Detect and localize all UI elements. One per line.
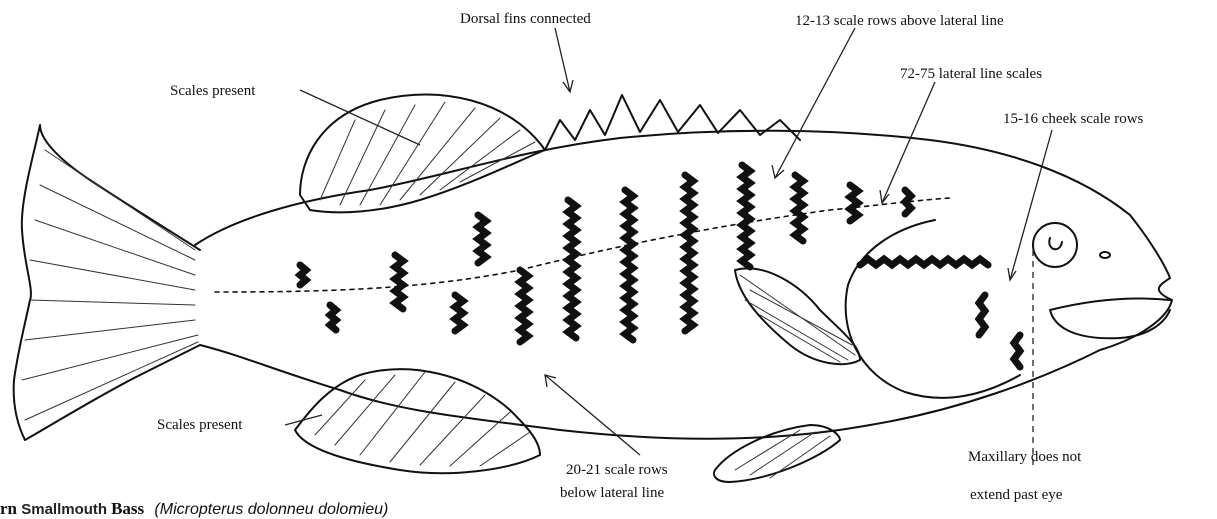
below-count: 20-21 — [566, 462, 601, 478]
nostril — [1100, 252, 1110, 258]
cheek-text: cheek scale rows — [1042, 111, 1144, 127]
label-maxillary-1: Maxillary does not — [968, 450, 1081, 465]
lateral-text: lateral line scales — [939, 66, 1042, 82]
pectoral-fin — [735, 268, 860, 364]
label-dorsal: Dorsal fins connected — [460, 12, 591, 27]
label-above-lateral: 12-13 scale rows above lateral line — [795, 14, 1004, 29]
pointer-cheek — [1010, 130, 1052, 280]
label-maxillary-2: extend past eye — [970, 488, 1062, 503]
vertical-bars — [300, 165, 1020, 367]
maxillary-rest: does not — [1031, 449, 1081, 465]
label-cheek-rows: 15-16 cheek scale rows — [1003, 112, 1143, 127]
maxillary-word: Maxillary — [968, 449, 1027, 465]
below-text: scale rows — [605, 462, 668, 478]
pointer-scales-upper — [300, 90, 420, 145]
caption-common-b: Bass — [111, 499, 144, 518]
label-below-lateral-1: 20-21 scale rows — [566, 463, 668, 478]
caption-common-a: Smallmouth — [21, 501, 107, 518]
above-text: scale rows above lateral line — [834, 13, 1004, 29]
pointer-below — [545, 375, 640, 455]
label-below-lateral-2: below lateral line — [560, 486, 664, 501]
label-lateral-scales: 72-75 lateral line scales — [900, 67, 1042, 82]
lateral-count: 72-75 — [900, 66, 935, 82]
cheek-count: 15-16 — [1003, 111, 1038, 127]
caption-scientific: (Micropterus dolonneu dolomieu) — [154, 501, 388, 518]
anal-fin — [295, 369, 540, 473]
above-count: 12-13 — [795, 13, 830, 29]
pointer-above — [775, 28, 855, 178]
label-scales-upper: Scales present — [170, 84, 255, 99]
pointer-lateral — [882, 82, 935, 203]
spiny-dorsal-fin — [545, 95, 800, 150]
eye — [1033, 223, 1077, 267]
caption-prefix: rn — [0, 499, 17, 518]
pointer-scales-lower — [285, 415, 322, 425]
caudal-fin — [14, 125, 200, 440]
operculum-outline — [846, 220, 1020, 398]
mouth — [1050, 298, 1170, 338]
label-scales-lower: Scales present — [157, 418, 242, 433]
